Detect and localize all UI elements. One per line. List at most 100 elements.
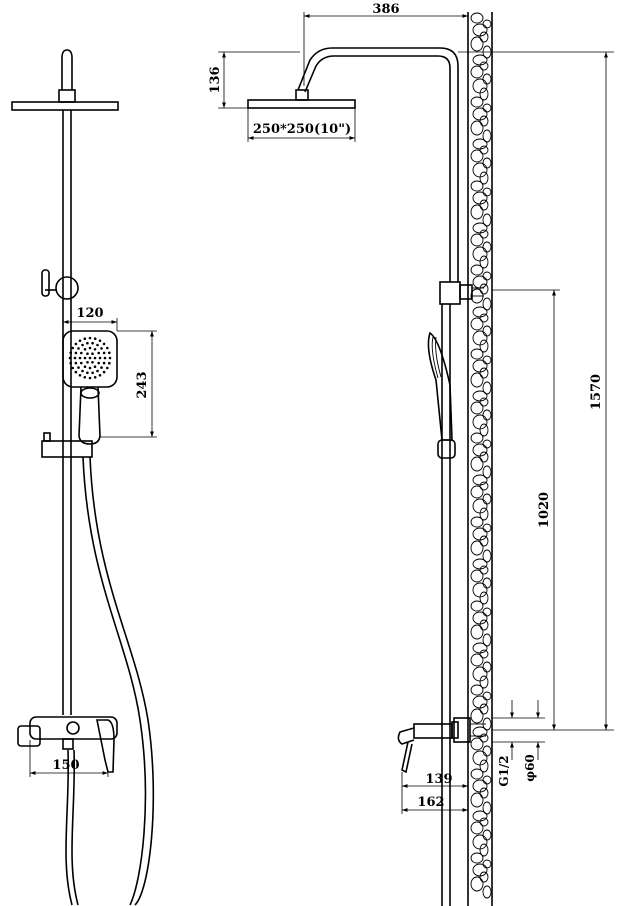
nozzle-dot — [74, 342, 78, 346]
front-hose-inner — [82, 456, 147, 906]
side-mixer-spout — [397, 727, 415, 745]
wall-stone — [470, 456, 484, 472]
nozzle-dot — [96, 369, 99, 373]
nozzle-dot — [88, 336, 92, 340]
side-mixer-lever — [401, 741, 413, 774]
wall-stone — [470, 684, 484, 696]
wall-stone — [479, 31, 489, 43]
wall-stone — [470, 516, 484, 528]
front-head-connector — [58, 89, 76, 103]
wall-stone — [482, 213, 492, 227]
nozzle-dot — [80, 361, 83, 365]
wall-stone — [482, 129, 492, 143]
side-view: 386 136 250*250(10") 1570 1020 G1/2 φ60 … — [208, 2, 614, 906]
wall-stone-texture — [470, 12, 492, 899]
wall-stone — [482, 439, 492, 449]
nozzle-dot — [108, 361, 111, 365]
wall-stone — [479, 591, 489, 605]
side-mixer-body — [413, 723, 453, 739]
nozzle-dot — [86, 361, 89, 364]
wall-stone — [482, 187, 492, 197]
wall-stone — [472, 611, 488, 625]
wall-stone — [482, 381, 492, 395]
wall-stone — [479, 649, 489, 659]
front-hose-lower-left-2 — [71, 749, 79, 906]
wall-stone — [479, 619, 489, 631]
front-slide-holder-knob — [43, 432, 51, 442]
front-view: 120 243 150 — [11, 49, 157, 906]
wall-stone — [479, 733, 489, 743]
wall-stone — [472, 666, 488, 682]
side-mixer-escutcheon — [451, 721, 459, 739]
dim-head-size: 250*250(10") — [253, 122, 351, 137]
nozzle-dot — [108, 356, 112, 360]
wall-stone — [482, 859, 492, 869]
front-hand-shower-button — [80, 387, 100, 399]
dim-handshower-length: 243 — [135, 371, 150, 398]
wall-stone — [472, 834, 488, 850]
nozzle-dot — [88, 376, 92, 380]
dim-mixer-width: 150 — [52, 758, 79, 773]
nozzle-dot — [81, 343, 84, 347]
side-shower-arm-outer — [297, 47, 459, 282]
wall-stone — [479, 397, 489, 407]
wall-stone — [470, 180, 484, 192]
nozzle-dot — [102, 361, 106, 365]
side-shower-arm-inner — [304, 55, 451, 282]
wall-stone — [472, 695, 488, 709]
wall-stone — [472, 306, 488, 318]
nozzle-dot — [97, 361, 100, 365]
front-overhead-shower-head — [11, 101, 119, 111]
wall-stone — [482, 271, 492, 281]
wall-stone — [472, 414, 488, 430]
nozzle-dot — [83, 356, 87, 360]
nozzle-dot — [78, 339, 82, 343]
wall-stone — [472, 330, 488, 346]
wall-stone — [479, 255, 489, 269]
wall-stone — [470, 65, 484, 79]
wall-stone — [479, 199, 489, 211]
wall-stone — [472, 498, 488, 514]
nozzle-dot — [80, 351, 83, 355]
nozzle-dot — [91, 341, 94, 345]
nozzle-dot — [93, 348, 97, 351]
wall-stone — [472, 246, 488, 262]
wall-stone — [479, 171, 489, 185]
wall-stone — [470, 432, 484, 444]
nozzle-dot — [81, 369, 84, 373]
wall-stone — [482, 745, 492, 757]
nozzle-dot — [74, 361, 78, 365]
dim-escutcheon-dia: φ60 — [523, 754, 537, 782]
wall-stone — [470, 372, 484, 388]
nozzle-dot — [106, 346, 109, 350]
wall-stone — [470, 264, 484, 276]
wall-stone — [472, 359, 488, 373]
nozzle-dot — [74, 370, 78, 374]
dim-mixer-depth: 162 — [417, 795, 444, 810]
front-upper-bracket — [55, 276, 79, 300]
wall-stone — [479, 703, 489, 715]
wall-stone — [472, 726, 488, 738]
nozzle-dot — [83, 337, 87, 341]
nozzle-dot — [86, 371, 89, 375]
nozzle-dot — [100, 347, 103, 350]
wall-stone — [482, 465, 492, 479]
dim-spout-reach: 139 — [425, 772, 452, 787]
side-wall-connector — [453, 717, 471, 743]
nozzle-dot — [102, 342, 106, 346]
nozzle-dot — [88, 346, 92, 350]
nozzle-dot — [103, 356, 107, 360]
wall-stone — [482, 325, 492, 337]
nozzle-dot — [98, 356, 102, 360]
wall-stone — [482, 297, 492, 311]
front-riser-top-curve — [61, 49, 73, 90]
wall-stone — [472, 162, 488, 178]
wall-stone — [479, 61, 489, 71]
wall-stone — [479, 115, 489, 127]
wall-stone — [479, 367, 489, 379]
nozzle-dot — [100, 366, 103, 369]
wall-stone — [470, 540, 484, 556]
wall-stone — [482, 775, 492, 785]
nozzle-dot — [91, 361, 94, 364]
wall-stone — [479, 871, 489, 883]
